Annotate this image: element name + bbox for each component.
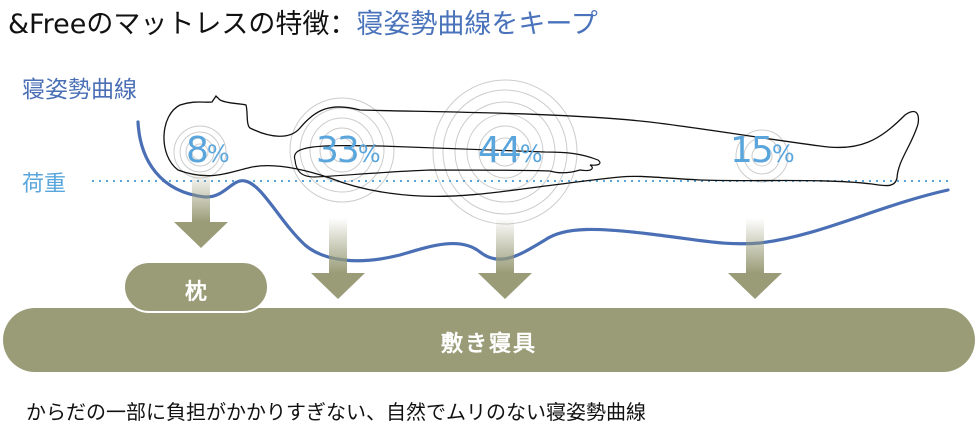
load-head: 8% [186,130,230,171]
pillow-label: 枕 [184,280,207,305]
base-label: 敷き寝具 [440,332,537,357]
arm-outline [293,145,601,178]
load-arrows [174,172,782,299]
page-title: &Freeのマットレスの特徴：寝姿勢曲線をキープ [8,2,598,41]
load-hips: 44% [478,130,543,171]
load-label: 荷重 [22,172,67,197]
rings-legs [735,129,789,183]
body-outline [163,94,920,198]
base-bedding [3,308,975,372]
load-chest: 33% [316,130,381,171]
arrow-head-load [174,172,228,248]
load-legs: 15% [730,130,795,171]
caption: からだの一部に負担がかかりすぎない、自然でムリのない寝姿勢曲線 [26,400,646,424]
arrow-hips-load [478,218,532,299]
pillow [123,261,269,313]
posture-curve-label: 寝姿勢曲線 [22,77,137,103]
arrow-legs-load [728,218,782,299]
rings-chest [289,97,395,203]
title-accent: 寝姿勢曲線をキープ [356,9,598,40]
posture-curve [136,120,950,263]
title-prefix: &Freeのマットレスの特徴： [8,9,357,40]
arrow-chest-load [311,218,365,299]
